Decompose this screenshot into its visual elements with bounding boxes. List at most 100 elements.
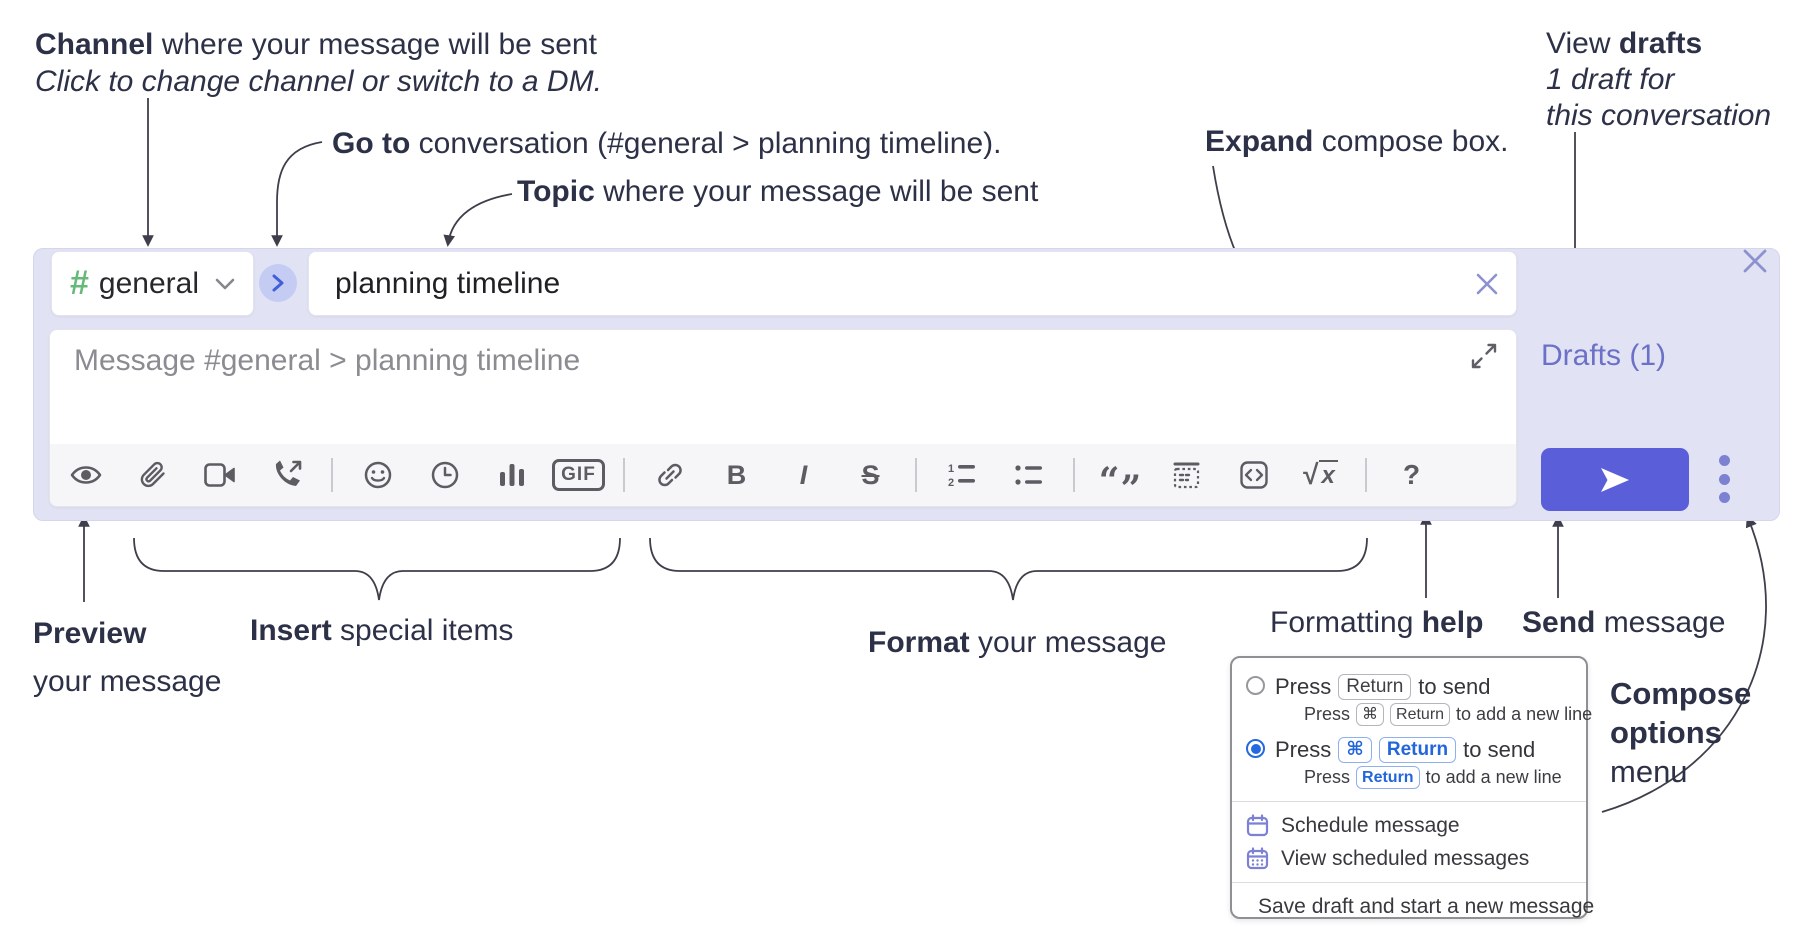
kebab-dot <box>1718 492 1730 503</box>
bold-icon: B <box>726 459 747 490</box>
bar-chart-icon <box>499 464 524 486</box>
bold-button[interactable]: B <box>703 452 770 498</box>
annotation-expand: Expand compose box. <box>1205 123 1508 160</box>
channel-selector[interactable]: # general <box>51 251 254 316</box>
annotation-view-drafts: View drafts 1 draft for this conversatio… <box>1546 26 1771 134</box>
toolbar-divider <box>1073 458 1075 492</box>
expand-icon <box>1471 343 1497 369</box>
sqrt-variable: x <box>1318 460 1338 490</box>
expand-compose-button[interactable] <box>1468 340 1500 372</box>
ordered-list-icon: 1 2 <box>948 463 975 488</box>
toolbar-divider <box>915 458 917 492</box>
opt2-pre: Press <box>1275 737 1332 762</box>
eye-icon <box>70 466 101 484</box>
opt1-sub-pre: Press <box>1304 704 1351 724</box>
preview-button[interactable] <box>52 452 119 498</box>
menu-item-label: Schedule message <box>1281 813 1460 837</box>
menu-item-save-draft[interactable]: Save draft and start a new message <box>1246 890 1594 923</box>
annotation-format-bold: Format <box>868 626 970 659</box>
code-block-icon <box>1173 462 1200 488</box>
brace-insert <box>133 537 621 601</box>
schedule-send-button[interactable] <box>411 452 478 498</box>
poll-button[interactable] <box>478 452 545 498</box>
phone-outgoing-icon <box>275 460 301 486</box>
opt1-post: to send <box>1418 674 1491 699</box>
attach-file-button[interactable] <box>119 452 186 498</box>
menu-divider <box>1232 882 1586 883</box>
message-placeholder: Message #general > planning timeline <box>74 344 581 377</box>
sqrt-icon: √ <box>1303 459 1319 490</box>
annotation-send-rest: message <box>1595 606 1726 639</box>
annotation-compose-line1: Compose <box>1610 676 1752 711</box>
annotation-drafts-pre: View <box>1546 27 1619 60</box>
annotation-expand-bold: Expand <box>1205 125 1314 158</box>
menu-item-schedule-message[interactable]: Schedule message <box>1246 809 1572 842</box>
compose-options-button[interactable] <box>1712 455 1736 503</box>
clear-topic-button[interactable] <box>1470 267 1504 301</box>
bullet-list-icon <box>1014 465 1042 485</box>
annotation-topic-rest: where your message will be sent <box>594 175 1039 208</box>
chevron-right-icon <box>272 274 284 292</box>
kebab-dot <box>1718 455 1730 466</box>
channel-name: general <box>98 266 199 300</box>
menu-item-label: Save draft and start a new message <box>1258 894 1595 918</box>
send-on-return-option[interactable]: Press Return to send Press ⌘ Return to a… <box>1246 672 1592 731</box>
code-block-button[interactable] <box>1153 452 1220 498</box>
strikethrough-button[interactable]: S <box>837 452 904 498</box>
menu-item-view-scheduled[interactable]: View scheduled messages <box>1246 842 1572 875</box>
annotation-insert: Insert special items <box>250 612 513 649</box>
annotation-send: Send message <box>1522 604 1725 641</box>
annotation-drafts-line3: this conversation <box>1546 99 1772 132</box>
compose-toolbar: GIF B I <box>50 444 1516 510</box>
send-on-cmd-return-option[interactable]: Press ⌘ Return to send Press Return to a… <box>1246 735 1572 794</box>
compose-box: # general Message #general > planning ti… <box>33 248 1780 521</box>
annotation-send-bold: Send <box>1522 606 1596 639</box>
calendar-icon <box>1246 814 1269 837</box>
annotation-format: Format your message <box>868 624 1166 661</box>
link-icon <box>657 463 682 487</box>
toolbar-divider <box>623 458 625 492</box>
annotation-topic: Topic where your message will be sent <box>517 173 1038 210</box>
quote-button[interactable]: “ ” <box>1086 452 1153 510</box>
bullet-list-button[interactable] <box>995 452 1062 498</box>
emoji-button[interactable] <box>344 452 411 498</box>
topic-field <box>308 251 1517 316</box>
menu-divider <box>1232 801 1586 802</box>
annotation-channel: Channel where your message will be sent … <box>35 26 602 100</box>
annotation-format-rest: your message <box>969 626 1167 659</box>
drafts-link[interactable]: Drafts (1) <box>1541 339 1667 372</box>
link-button[interactable] <box>636 452 703 498</box>
menu-item-label: View scheduled messages <box>1281 846 1530 870</box>
gif-button[interactable]: GIF <box>545 452 612 498</box>
topic-input[interactable] <box>333 265 1470 302</box>
cmd-key-chip: ⌘ <box>1356 703 1385 726</box>
goto-conversation-button[interactable] <box>259 264 297 302</box>
annotation-drafts-line2: 1 draft for <box>1546 63 1675 96</box>
quote-icon-close: ” <box>1120 468 1142 510</box>
annotation-expand-rest: compose box. <box>1313 125 1509 158</box>
send-button[interactable] <box>1541 448 1689 511</box>
formatting-help-button[interactable]: ? <box>1378 452 1445 498</box>
annotation-preview: Preview your message <box>33 610 221 706</box>
radio-unselected-icon[interactable] <box>1246 676 1265 695</box>
video-button[interactable] <box>186 452 253 498</box>
code-snippet-button[interactable] <box>1220 452 1287 498</box>
opt2-sub-pre: Press <box>1304 767 1351 787</box>
message-compose-area[interactable]: Message #general > planning timeline <box>49 329 1517 507</box>
italic-button[interactable]: I <box>770 452 837 498</box>
call-button[interactable] <box>253 452 320 498</box>
channel-hash-icon: # <box>70 264 89 302</box>
annotation-insert-rest: special items <box>331 614 514 647</box>
brace-format <box>649 537 1368 601</box>
opt2-sub-post: to add a new line <box>1425 767 1562 787</box>
radio-selected-icon[interactable] <box>1246 739 1265 758</box>
annotation-help-pre: Formatting <box>1270 606 1422 639</box>
close-compose-button[interactable] <box>1737 243 1773 279</box>
ordered-list-button[interactable]: 1 2 <box>928 452 995 498</box>
help-icon: ? <box>1402 459 1421 490</box>
annotation-goto: Go to conversation (#general > planning … <box>332 125 1002 162</box>
opt1-sub-post: to add a new line <box>1456 704 1593 724</box>
formula-button[interactable]: √x <box>1287 452 1354 498</box>
annotation-compose-line3: menu <box>1610 754 1688 789</box>
